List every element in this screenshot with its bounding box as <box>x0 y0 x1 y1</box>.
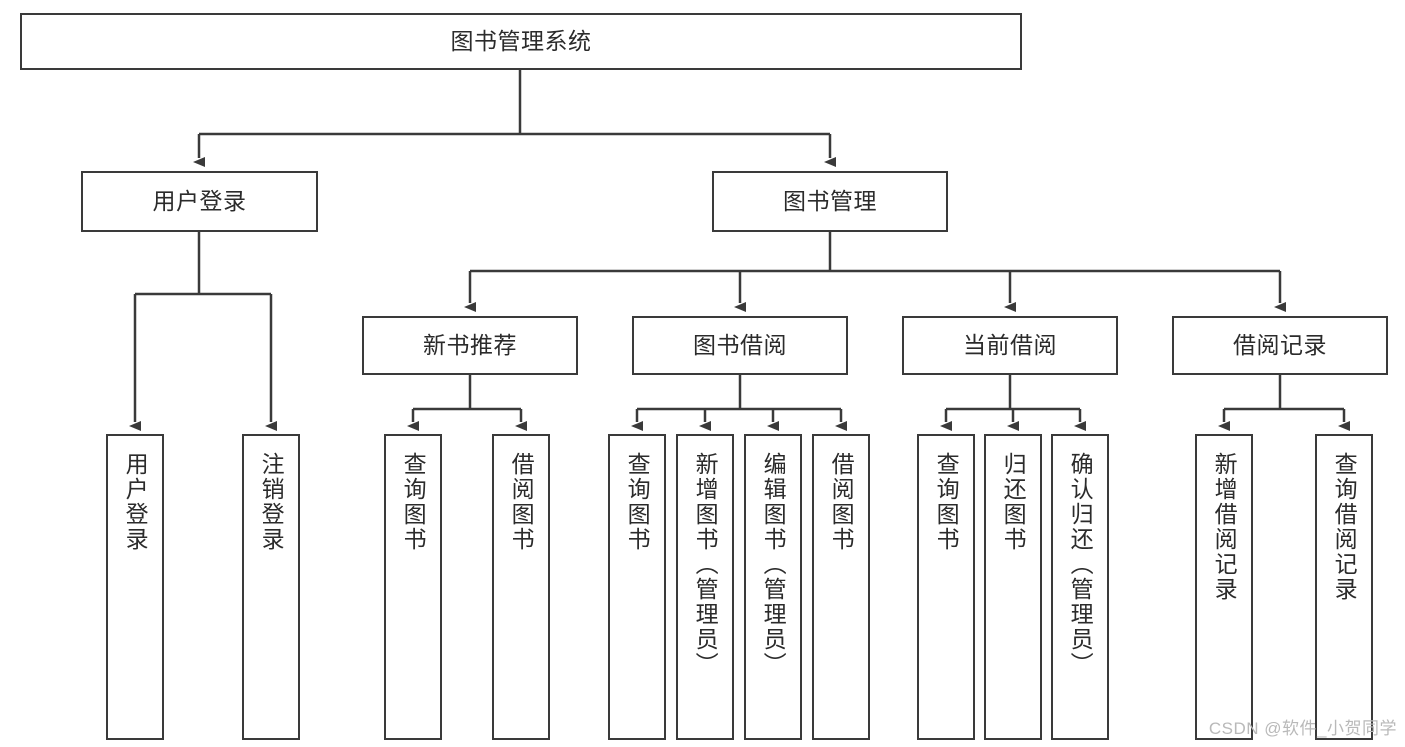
node-label: 借阅图书 <box>828 452 855 552</box>
leaf-book-borrow-borrow[interactable]: 借阅图书 <box>812 434 870 740</box>
leaf-user-login-login[interactable]: 用户登录 <box>106 434 164 740</box>
leaf-new-book-query[interactable]: 查询图书 <box>384 434 442 740</box>
node-current-borrow[interactable]: 当前借阅 <box>902 316 1118 375</box>
leaf-new-book-borrow[interactable]: 借阅图书 <box>492 434 550 740</box>
leaf-book-borrow-edit[interactable]: 编辑图书（管理员） <box>744 434 802 740</box>
leaf-borrow-record-query[interactable]: 查询借阅记录 <box>1315 434 1373 740</box>
node-label: 查询图书 <box>933 452 960 552</box>
node-label: 查询图书 <box>624 452 651 552</box>
node-label: 图书管理系统 <box>450 28 592 55</box>
node-book-borrow[interactable]: 图书借阅 <box>632 316 848 375</box>
node-label: 借阅记录 <box>1233 332 1327 359</box>
csdn-watermark: CSDN @软件_小贺同学 <box>1208 719 1397 738</box>
leaf-current-borrow-query[interactable]: 查询图书 <box>917 434 975 740</box>
node-label: 新书推荐 <box>423 332 517 359</box>
node-label: 用户登录 <box>122 452 149 552</box>
node-label: 图书管理 <box>783 188 877 215</box>
node-label: 确认归还（管理员） <box>1067 452 1094 677</box>
node-user-login[interactable]: 用户登录 <box>81 171 318 232</box>
node-label: 当前借阅 <box>963 332 1057 359</box>
node-label: 借阅图书 <box>508 452 535 552</box>
node-label: 图书借阅 <box>693 332 787 359</box>
node-label: 查询图书 <box>400 452 427 552</box>
node-label: 查询借阅记录 <box>1331 452 1358 602</box>
node-root-book-management-system[interactable]: 图书管理系统 <box>20 13 1022 70</box>
leaf-current-borrow-return[interactable]: 归还图书 <box>984 434 1042 740</box>
node-label: 注销登录 <box>258 452 285 552</box>
node-book-management[interactable]: 图书管理 <box>712 171 948 232</box>
node-label: 归还图书 <box>1000 452 1027 552</box>
node-label: 用户登录 <box>152 188 247 215</box>
leaf-book-borrow-query[interactable]: 查询图书 <box>608 434 666 740</box>
leaf-book-borrow-add[interactable]: 新增图书（管理员） <box>676 434 734 740</box>
node-borrow-records[interactable]: 借阅记录 <box>1172 316 1388 375</box>
node-new-book-recommend[interactable]: 新书推荐 <box>362 316 578 375</box>
leaf-user-login-logout[interactable]: 注销登录 <box>242 434 300 740</box>
leaf-current-borrow-confirm-return[interactable]: 确认归还（管理员） <box>1051 434 1109 740</box>
node-label: 新增图书（管理员） <box>692 452 719 677</box>
node-label: 新增借阅记录 <box>1211 452 1238 602</box>
leaf-borrow-record-add[interactable]: 新增借阅记录 <box>1195 434 1253 740</box>
node-label: 编辑图书（管理员） <box>760 452 787 677</box>
